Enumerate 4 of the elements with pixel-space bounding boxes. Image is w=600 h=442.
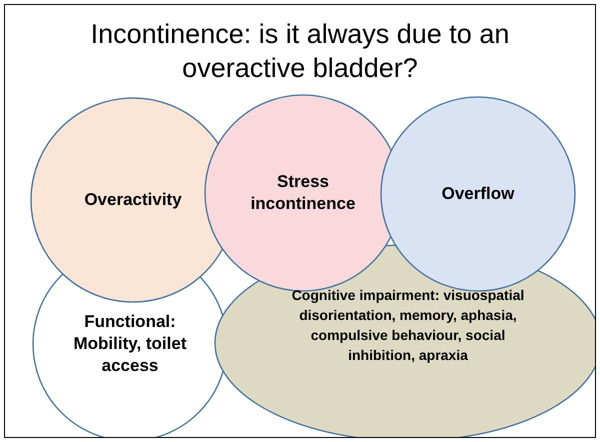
circle-label: Overflow [408, 183, 548, 205]
circle-label: Overactivity [58, 189, 208, 211]
slide-title: Incontinence: is it always due to an overactive bladder? [90, 18, 510, 85]
circle-label: Stress incontinence [228, 171, 378, 215]
